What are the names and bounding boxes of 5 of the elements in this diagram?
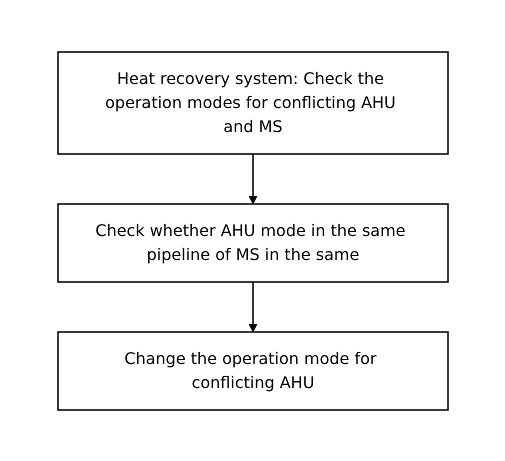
node-box: Change the operation mode for conflicting AHU [56,330,448,410]
arrow [248,154,257,204]
arrow [248,282,257,332]
node-box: Heat recovery system: Check the operation modes for conflicting AHU and MS [56,50,448,154]
node-box: Check whether AHU mode in the same pipeline of MS in the same [56,202,448,282]
